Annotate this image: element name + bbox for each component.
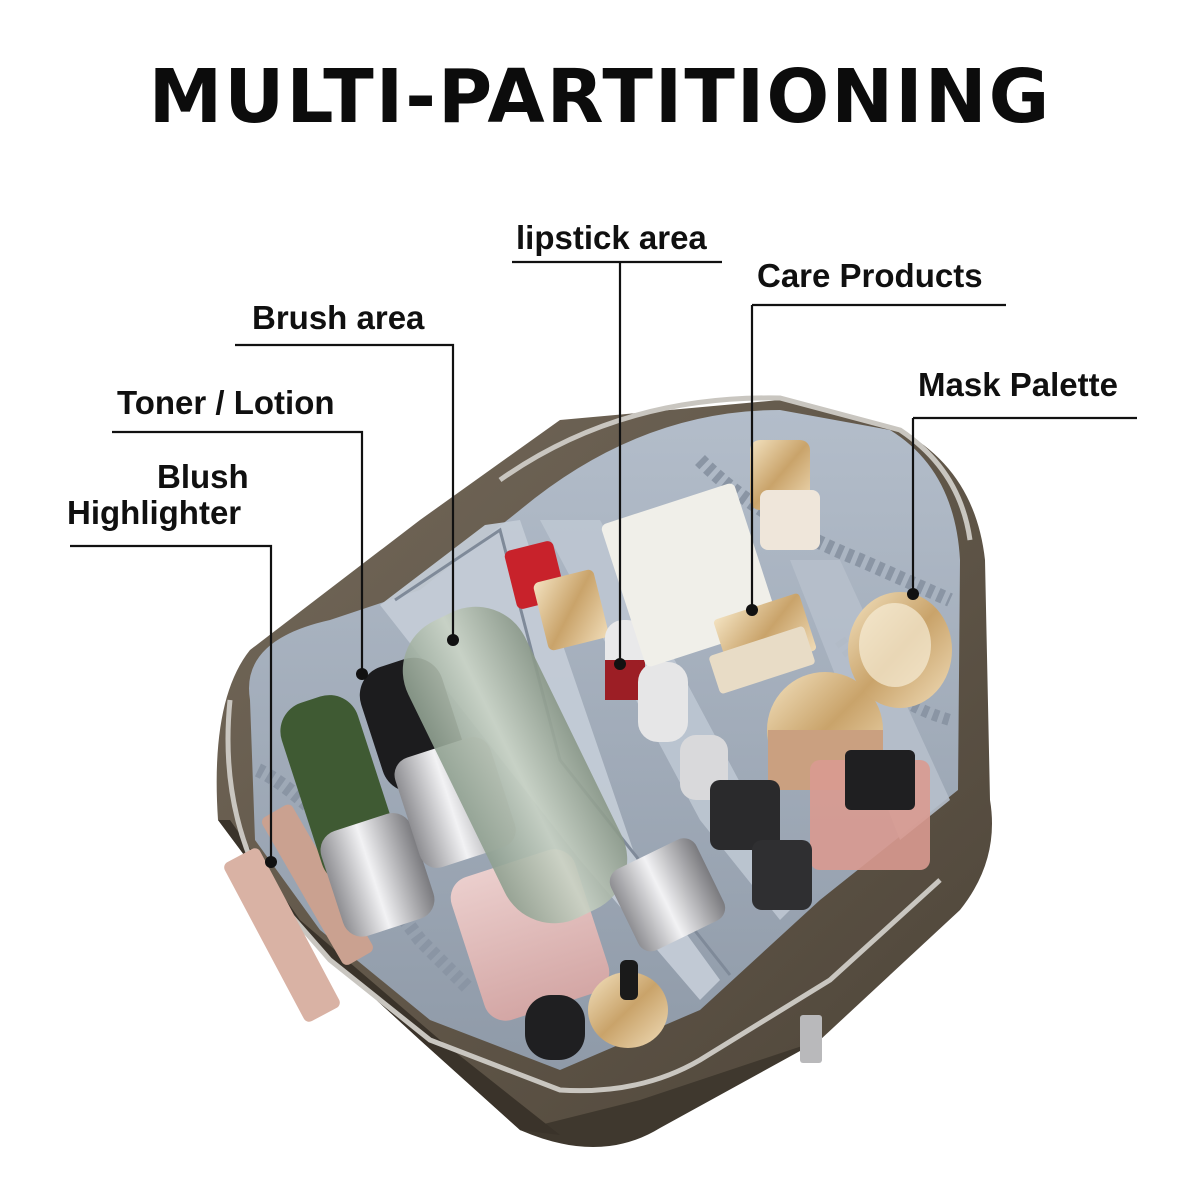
page-title: MULTI-PARTITIONING (148, 54, 1052, 140)
label-lipstick-area: lipstick area (516, 219, 707, 256)
label-toner-lotion: Toner / Lotion (117, 384, 335, 421)
label-care-products: Care Products (757, 257, 983, 294)
small-bottles (525, 780, 822, 1063)
brush-tube (402, 606, 726, 952)
label-brush-area: Brush area (252, 299, 425, 336)
label-highlighter: Highlighter (67, 494, 242, 531)
mask-palette (848, 592, 952, 708)
label-blush: Blush (157, 458, 249, 495)
label-mask-palette: Mask Palette (918, 366, 1118, 403)
